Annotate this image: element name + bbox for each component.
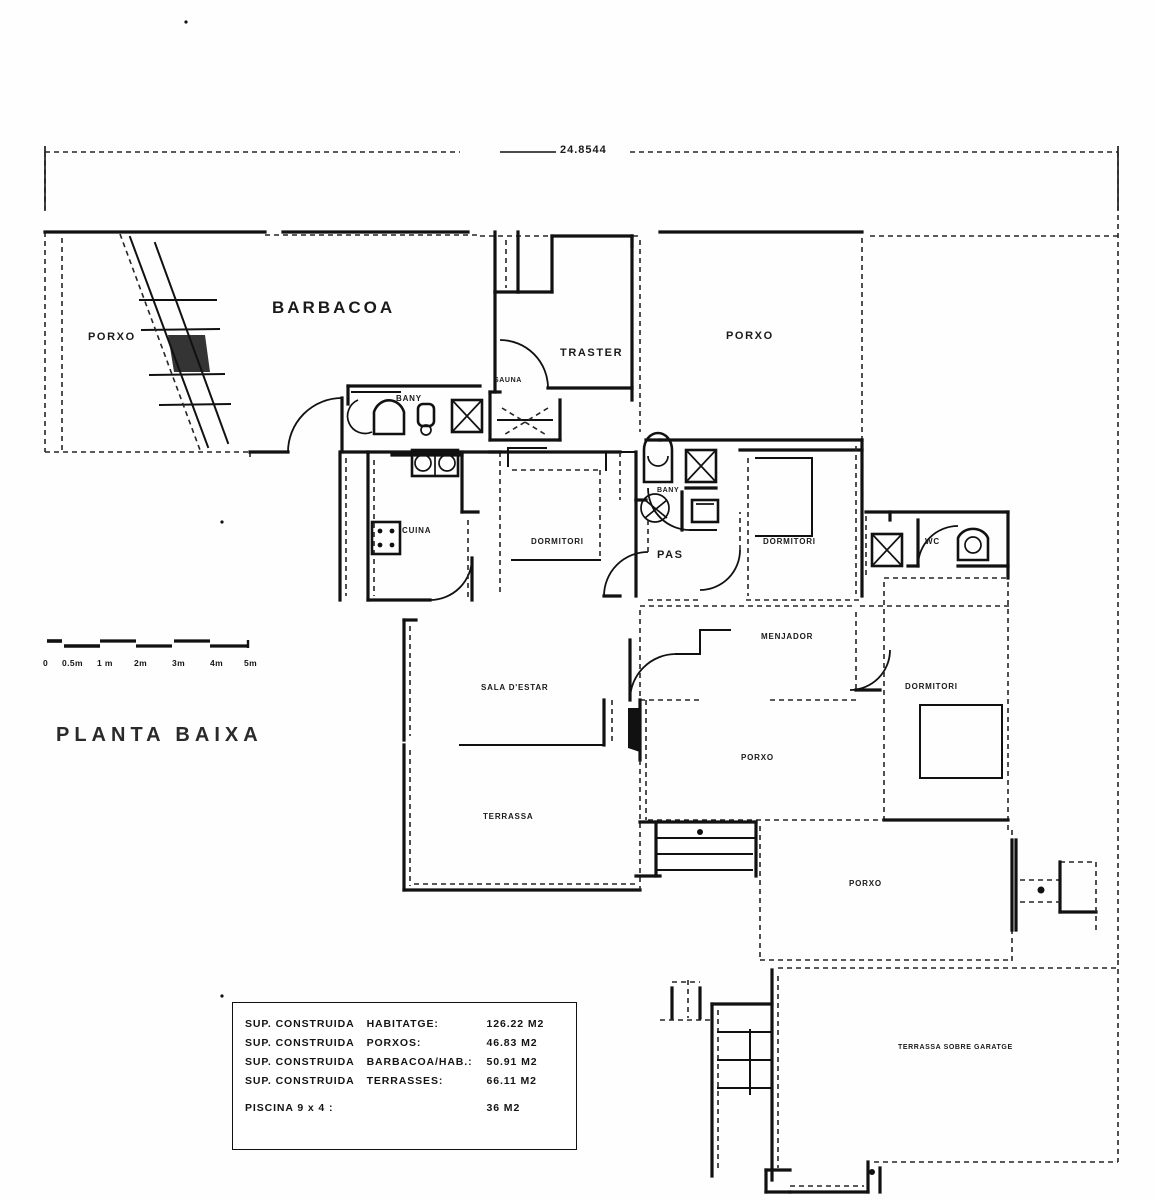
schedule-item [355,1090,473,1118]
room-label-bany-barbacoa: BANY [396,394,422,403]
porxo-bottom-walls [759,826,1098,962]
bany-pas-fixtures [634,431,720,532]
pas-walls [602,452,741,601]
terrassa-garatge-walls [778,960,1119,1163]
sala-estar-walls [402,618,642,762]
dormitori-1-walls [488,447,638,596]
porxo-left-walls [43,230,1118,451]
scale-tick-0: 0 [43,658,49,668]
misc-marks [44,20,224,998]
schedule-value: 50.91 M2 [486,1055,538,1068]
dormitori-3-walls [882,510,1010,830]
room-label-porxo-bottom: PORXO [849,879,882,888]
room-label-terrassa-garatge: TERRASSA SOBRE GARATGE [898,1044,1013,1051]
schedule-value: 36 M2 [486,1102,521,1114]
schedule-item: TERRASSES: [366,1074,444,1087]
room-label-terrassa: TERRASSA [483,812,534,821]
bany-barbacoa-fixtures [346,398,484,436]
top-dimension-label: 24.8544 [560,144,607,156]
room-label-wc: WC [925,537,940,546]
table-row: SUP. CONSTRUIDA BARBACOA/HAB.: 50.91 M2 [245,1052,544,1071]
room-label-barbacoa: BARBACOA [272,298,396,317]
area-schedule-box: SUP. CONSTRUIDA HABITATGE: 126.22 M2 SUP… [232,1002,577,1150]
sauna-traster-walls [488,230,634,442]
table-row: PISCINA 9 x 4 : 36 M2 [245,1090,544,1118]
scale-tick-3: 2m [134,658,148,668]
room-label-porxo-top-right: PORXO [726,330,774,342]
room-label-sauna: SAUNA [494,377,522,384]
scale-bar-graphic [47,639,250,648]
room-label-dormitori-2: DORMITORI [763,537,816,546]
bottom-stairwell [660,968,908,1194]
schedule-value: 46.83 M2 [486,1036,538,1049]
area-schedule-table: SUP. CONSTRUIDA HABITATGE: 126.22 M2 SUP… [245,1014,544,1118]
menjador-walls [628,498,1010,702]
room-label-sala-estar: SALA D'ESTAR [481,683,549,692]
page-title: PLANTA BAIXA [56,724,263,746]
dormitori-2-walls [738,438,864,601]
barbacoa-walls [248,234,502,454]
porxo-top-right-walls [630,234,864,442]
schedule-value: 66.11 M2 [486,1074,537,1087]
table-row: SUP. CONSTRUIDA PORXOS: 46.83 M2 [245,1033,544,1052]
terrassa-walls [402,743,642,892]
room-label-traster: TRASTER [560,347,624,359]
scale-tick-2: 1 m [97,658,113,668]
room-label-dormitori-3: DORMITORI [905,682,958,691]
room-label-dormitori-1: DORMITORI [531,537,584,546]
schedule-item: HABITATGE: [366,1017,439,1030]
cuina-walls [338,448,480,602]
table-row: SUP. CONSTRUIDA HABITATGE: 126.22 M2 [245,1014,544,1033]
room-label-porxo-left: PORXO [88,331,136,343]
schedule-prefix: SUP. CONSTRUIDA [245,1074,355,1087]
room-label-bany-pas: BANY [657,487,680,494]
room-label-porxo-center: PORXO [741,753,774,762]
scale-tick-4: 3m [172,658,186,668]
table-row: SUP. CONSTRUIDA TERRASSES: 66.11 M2 [245,1071,544,1090]
schedule-prefix: SUP. CONSTRUIDA [245,1036,355,1049]
room-label-menjador: MENJADOR [761,632,814,641]
schedule-prefix: SUP. CONSTRUIDA [245,1017,355,1030]
schedule-prefix: SUP. CONSTRUIDA [245,1055,355,1068]
room-label-cuina: CUINA [402,526,432,535]
schedule-prefix: PISCINA 9 x 4 : [245,1102,334,1114]
room-label-pas: PAS [657,549,684,561]
schedule-item: BARBACOA/HAB.: [366,1055,473,1068]
schedule-item: PORXOS: [366,1036,422,1049]
scale-tick-6: 5m [244,658,258,668]
scale-tick-5: 4m [210,658,224,668]
schedule-value: 126.22 M2 [486,1017,545,1030]
scale-bar: 0 0.5m 1 m 2m 3m 4m 5m [40,636,272,676]
scale-tick-1: 0.5m [62,658,83,668]
porxo-center-walls [634,700,884,878]
